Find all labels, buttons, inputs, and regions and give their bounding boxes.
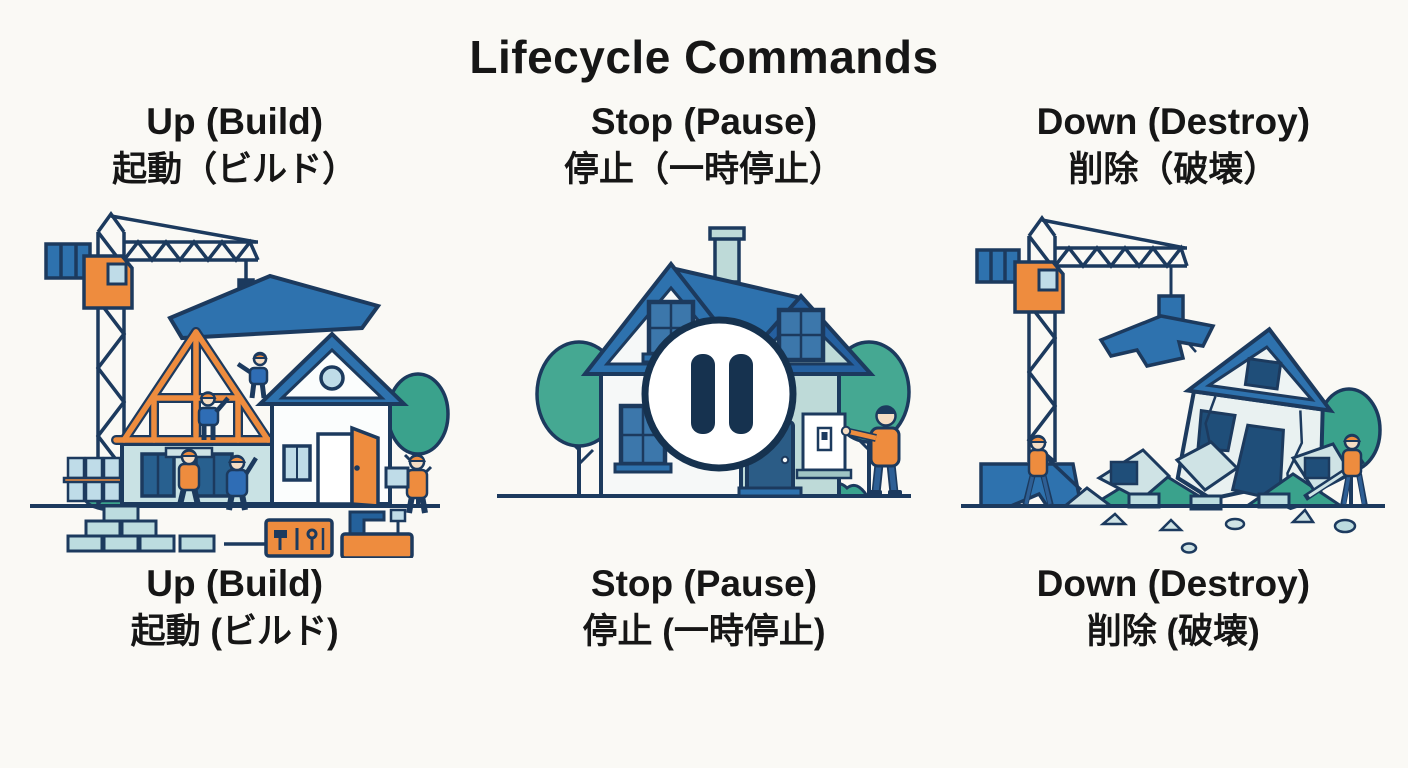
down-caption: Down (Destroy) 削除 (破壊) bbox=[1037, 560, 1310, 655]
crane-building-house-illustration bbox=[29, 211, 450, 558]
up-header: Up (Build) 起動（ビルド） bbox=[112, 98, 357, 202]
up-caption-en: Up (Build) bbox=[146, 563, 324, 604]
down-caption-ja: 削除 (破壊) bbox=[1086, 611, 1260, 651]
worker-carrying-plank bbox=[164, 446, 213, 506]
finished-house bbox=[254, 331, 409, 508]
columns-grid: Up (Build) 起動（ビルド） bbox=[0, 98, 1408, 655]
worker-on-frame bbox=[197, 391, 230, 440]
worker-carrying-box bbox=[384, 453, 428, 514]
stop-header: Stop (Pause) 停止（一時停止） bbox=[564, 98, 844, 202]
page-title: Lifecycle Commands bbox=[469, 31, 939, 83]
hanging-roof-panel bbox=[166, 273, 381, 341]
up-caption: Up (Build) 起動 (ビルド) bbox=[131, 560, 339, 655]
chimney bbox=[708, 226, 746, 284]
column-stop-pause: Stop (Pause) 停止（一時停止） bbox=[469, 98, 938, 655]
up-caption-ja: 起動 (ビルド) bbox=[130, 611, 339, 651]
stop-caption: Stop (Pause) 停止 (一時停止) bbox=[582, 560, 825, 655]
down-header: Down (Destroy) 削除（破壊） bbox=[1037, 98, 1310, 202]
switch-panel bbox=[795, 412, 853, 480]
worker-with-pry-bar bbox=[1303, 433, 1369, 507]
up-header-ja: 起動（ビルド） bbox=[112, 149, 358, 189]
house-with-pause-button-illustration bbox=[496, 226, 911, 498]
scattered-debris bbox=[1099, 508, 1357, 554]
construction-workers bbox=[164, 351, 428, 514]
door-step bbox=[737, 486, 803, 498]
toolbox bbox=[263, 518, 334, 558]
stop-header-en: Stop (Pause) bbox=[590, 101, 818, 142]
broken-roof-piece bbox=[1098, 314, 1216, 368]
column-down-destroy: Down (Destroy) 削除（破壊） bbox=[939, 98, 1408, 655]
down-header-en: Down (Destroy) bbox=[1036, 101, 1311, 142]
crane-demolishing-house-illustration bbox=[961, 215, 1386, 554]
work-machine bbox=[339, 508, 414, 558]
column-up-build: Up (Build) 起動（ビルド） bbox=[0, 98, 469, 655]
stop-header-ja: 停止（一時停止） bbox=[563, 149, 844, 189]
down-caption-en: Down (Destroy) bbox=[1036, 563, 1311, 604]
rubble bbox=[1086, 440, 1354, 511]
stop-caption-ja: 停止 (一時停止) bbox=[582, 611, 826, 651]
worker-waving bbox=[225, 454, 258, 511]
person-pressing-switch bbox=[840, 405, 902, 496]
brick-stacks bbox=[66, 504, 266, 553]
worker-on-roof bbox=[236, 351, 268, 399]
stop-caption-en: Stop (Pause) bbox=[590, 563, 818, 604]
timber-frame bbox=[110, 327, 281, 445]
worker-sweeping bbox=[1022, 434, 1116, 508]
up-header-en: Up (Build) bbox=[146, 101, 324, 142]
down-header-ja: 削除（破壊） bbox=[1068, 149, 1279, 189]
pallet-blocks bbox=[62, 456, 125, 503]
pause-button-icon bbox=[641, 316, 797, 472]
